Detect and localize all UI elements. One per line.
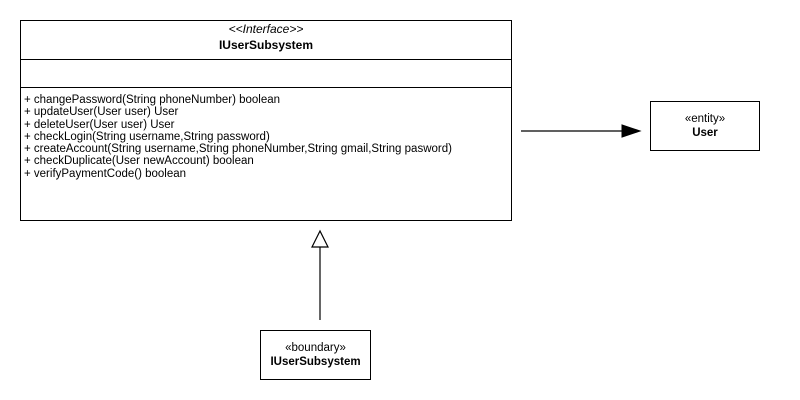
boundary-stereotype: «boundary»	[285, 341, 346, 354]
dependency-arrowhead	[621, 124, 642, 138]
interface-operations-compartment: + changePassword(String phoneNumber) boo…	[21, 88, 511, 180]
entity-class-name: User	[692, 126, 718, 139]
boundary-class-box[interactable]: «boundary» IUserSubsystem	[260, 330, 371, 380]
entity-stereotype: «entity»	[684, 112, 726, 125]
operation-item: + verifyPaymentCode() boolean	[24, 167, 187, 180]
interface-stereotype: <<Interface>>	[228, 22, 304, 36]
operation-item: + checkLogin(String username,String pass…	[24, 130, 270, 143]
operation-item: + changePassword(String phoneNumber) boo…	[24, 94, 281, 106]
operation-item: + deleteUser(User user) User	[24, 118, 175, 131]
interface-class-box[interactable]: <<Interface>> IUserSubsystem + changePas…	[20, 20, 512, 221]
boundary-class-name: IUserSubsystem	[270, 355, 361, 368]
entity-class-box[interactable]: «entity» User	[650, 101, 760, 151]
interface-class-name: IUserSubsystem	[218, 38, 314, 52]
interface-attributes-compartment	[21, 60, 511, 88]
operation-item: + createAccount(String username,String p…	[24, 143, 452, 156]
operation-item: + updateUser(User user) User	[24, 106, 179, 119]
operation-item: + checkDuplicate(User newAccount) boolea…	[24, 155, 254, 168]
realization-triangle-head	[311, 229, 329, 248]
interface-class-header: <<Interface>> IUserSubsystem	[21, 21, 511, 60]
